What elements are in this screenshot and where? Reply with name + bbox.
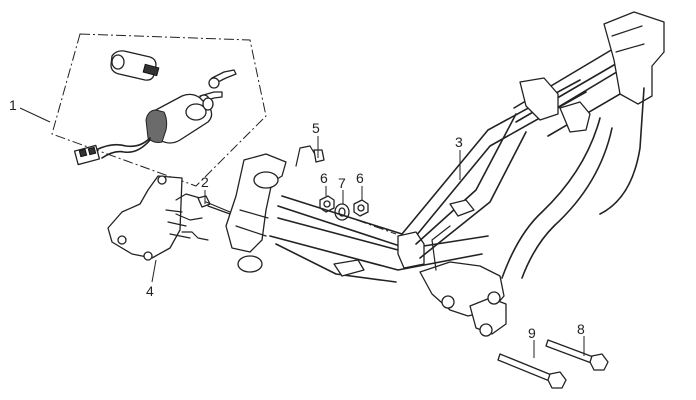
- callout-6-left: 6: [320, 170, 328, 186]
- wire-harness: [95, 137, 151, 159]
- callout-3: 3: [455, 134, 463, 150]
- ignition-switch-body: [145, 93, 214, 144]
- bolt-part-2: [197, 195, 231, 215]
- lock-cylinder: [110, 50, 160, 81]
- nut-part-6-left: [319, 195, 335, 213]
- callout-8: 8: [577, 321, 585, 337]
- callout-leaders: [19, 107, 585, 358]
- nut-part-6-right: [353, 199, 369, 217]
- main-frame: [225, 11, 665, 337]
- callout-1: 1: [9, 97, 17, 113]
- ignition-lock-set-group: [51, 33, 267, 187]
- part-group-outline: [51, 33, 267, 187]
- callout-2: 2: [201, 174, 209, 190]
- long-bolt-part-8: [545, 339, 609, 371]
- long-bolt-part-9: [497, 353, 567, 389]
- connector-plug: [73, 144, 101, 166]
- washer-part-7: [334, 203, 350, 221]
- pin-part-5: [295, 145, 325, 167]
- mounting-bracket: [107, 175, 209, 261]
- callout-7: 7: [338, 175, 346, 191]
- callout-9: 9: [528, 325, 536, 341]
- callout-5: 5: [312, 120, 320, 136]
- callout-6-right: 6: [356, 170, 364, 186]
- callout-4: 4: [146, 283, 154, 299]
